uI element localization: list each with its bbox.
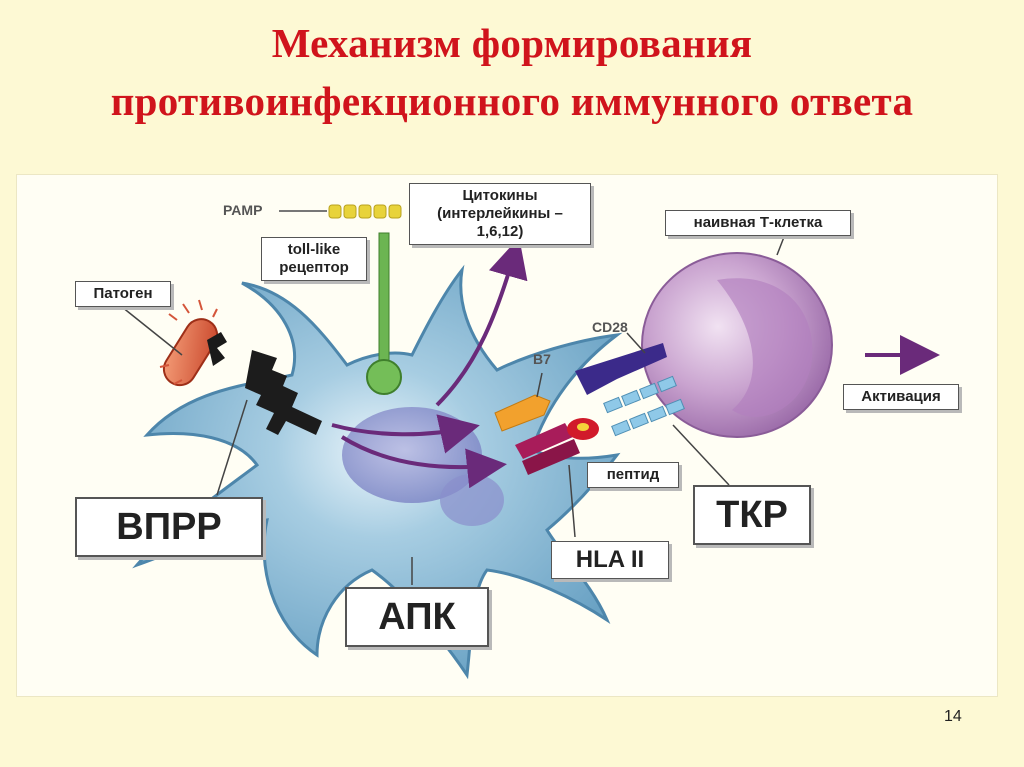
apc-nucleus-lobe [440,474,504,526]
b7-molecule [494,394,551,432]
title-line-1: Механизм формирования [271,20,753,66]
apk-label: АПК [345,587,489,647]
tcr-molecule [603,375,685,437]
vprr-label: ВПРР [75,497,263,557]
cytokines-line-3: 1,6,12) [476,223,524,240]
t-cell-nucleus [717,278,813,417]
pamp-chain [328,204,402,219]
pathogen-bacterium [162,318,219,387]
peptide-label: пептид [587,462,679,488]
tkr-label: ТКР [693,485,811,545]
cd28-label: CD28 [592,319,628,335]
page-number: 14 [944,708,962,725]
toll-receptor-head [366,359,402,395]
b7-label: B7 [533,351,551,367]
vprr-receptor [245,350,322,435]
pathogen-label: Патоген [75,281,171,307]
toll-like-line-2: рецептор [279,259,349,276]
naive-t-cell-label: наивная Т-клетка [665,210,851,236]
pathogen-flagella [159,299,218,385]
cytokines-line-1: Цитокины [462,187,538,204]
hla-ii-label: HLA II [551,541,669,579]
cd28-molecule [575,343,667,395]
toll-receptor-stem [378,232,390,374]
pamp-label: PAMP [223,202,263,218]
internal-arrow-2 [340,435,507,489]
hla-ii-molecule [515,418,599,475]
diagram-panel: PAMP Цитокины (интерлейкины – 1,6,12) на… [16,174,998,697]
diagram-illustration [121,204,940,680]
internal-arrow-1 [331,414,480,454]
toll-like-line-1: toll-like [287,241,341,258]
leader-lines [121,236,785,585]
page-title: Механизм формирования противоинфекционно… [0,14,1024,130]
cytokines-line-2: (интерлейкины – [437,205,563,222]
cytokine-arrow [435,237,528,407]
toll-like-receptor-label: toll-like рецептор [261,237,367,281]
pamp-fragment [207,332,227,366]
title-line-2: противоинфекционного иммунного ответа [110,78,914,124]
activation-label: Активация [843,384,959,410]
cytokines-label: Цитокины (интерлейкины – 1,6,12) [409,183,591,245]
